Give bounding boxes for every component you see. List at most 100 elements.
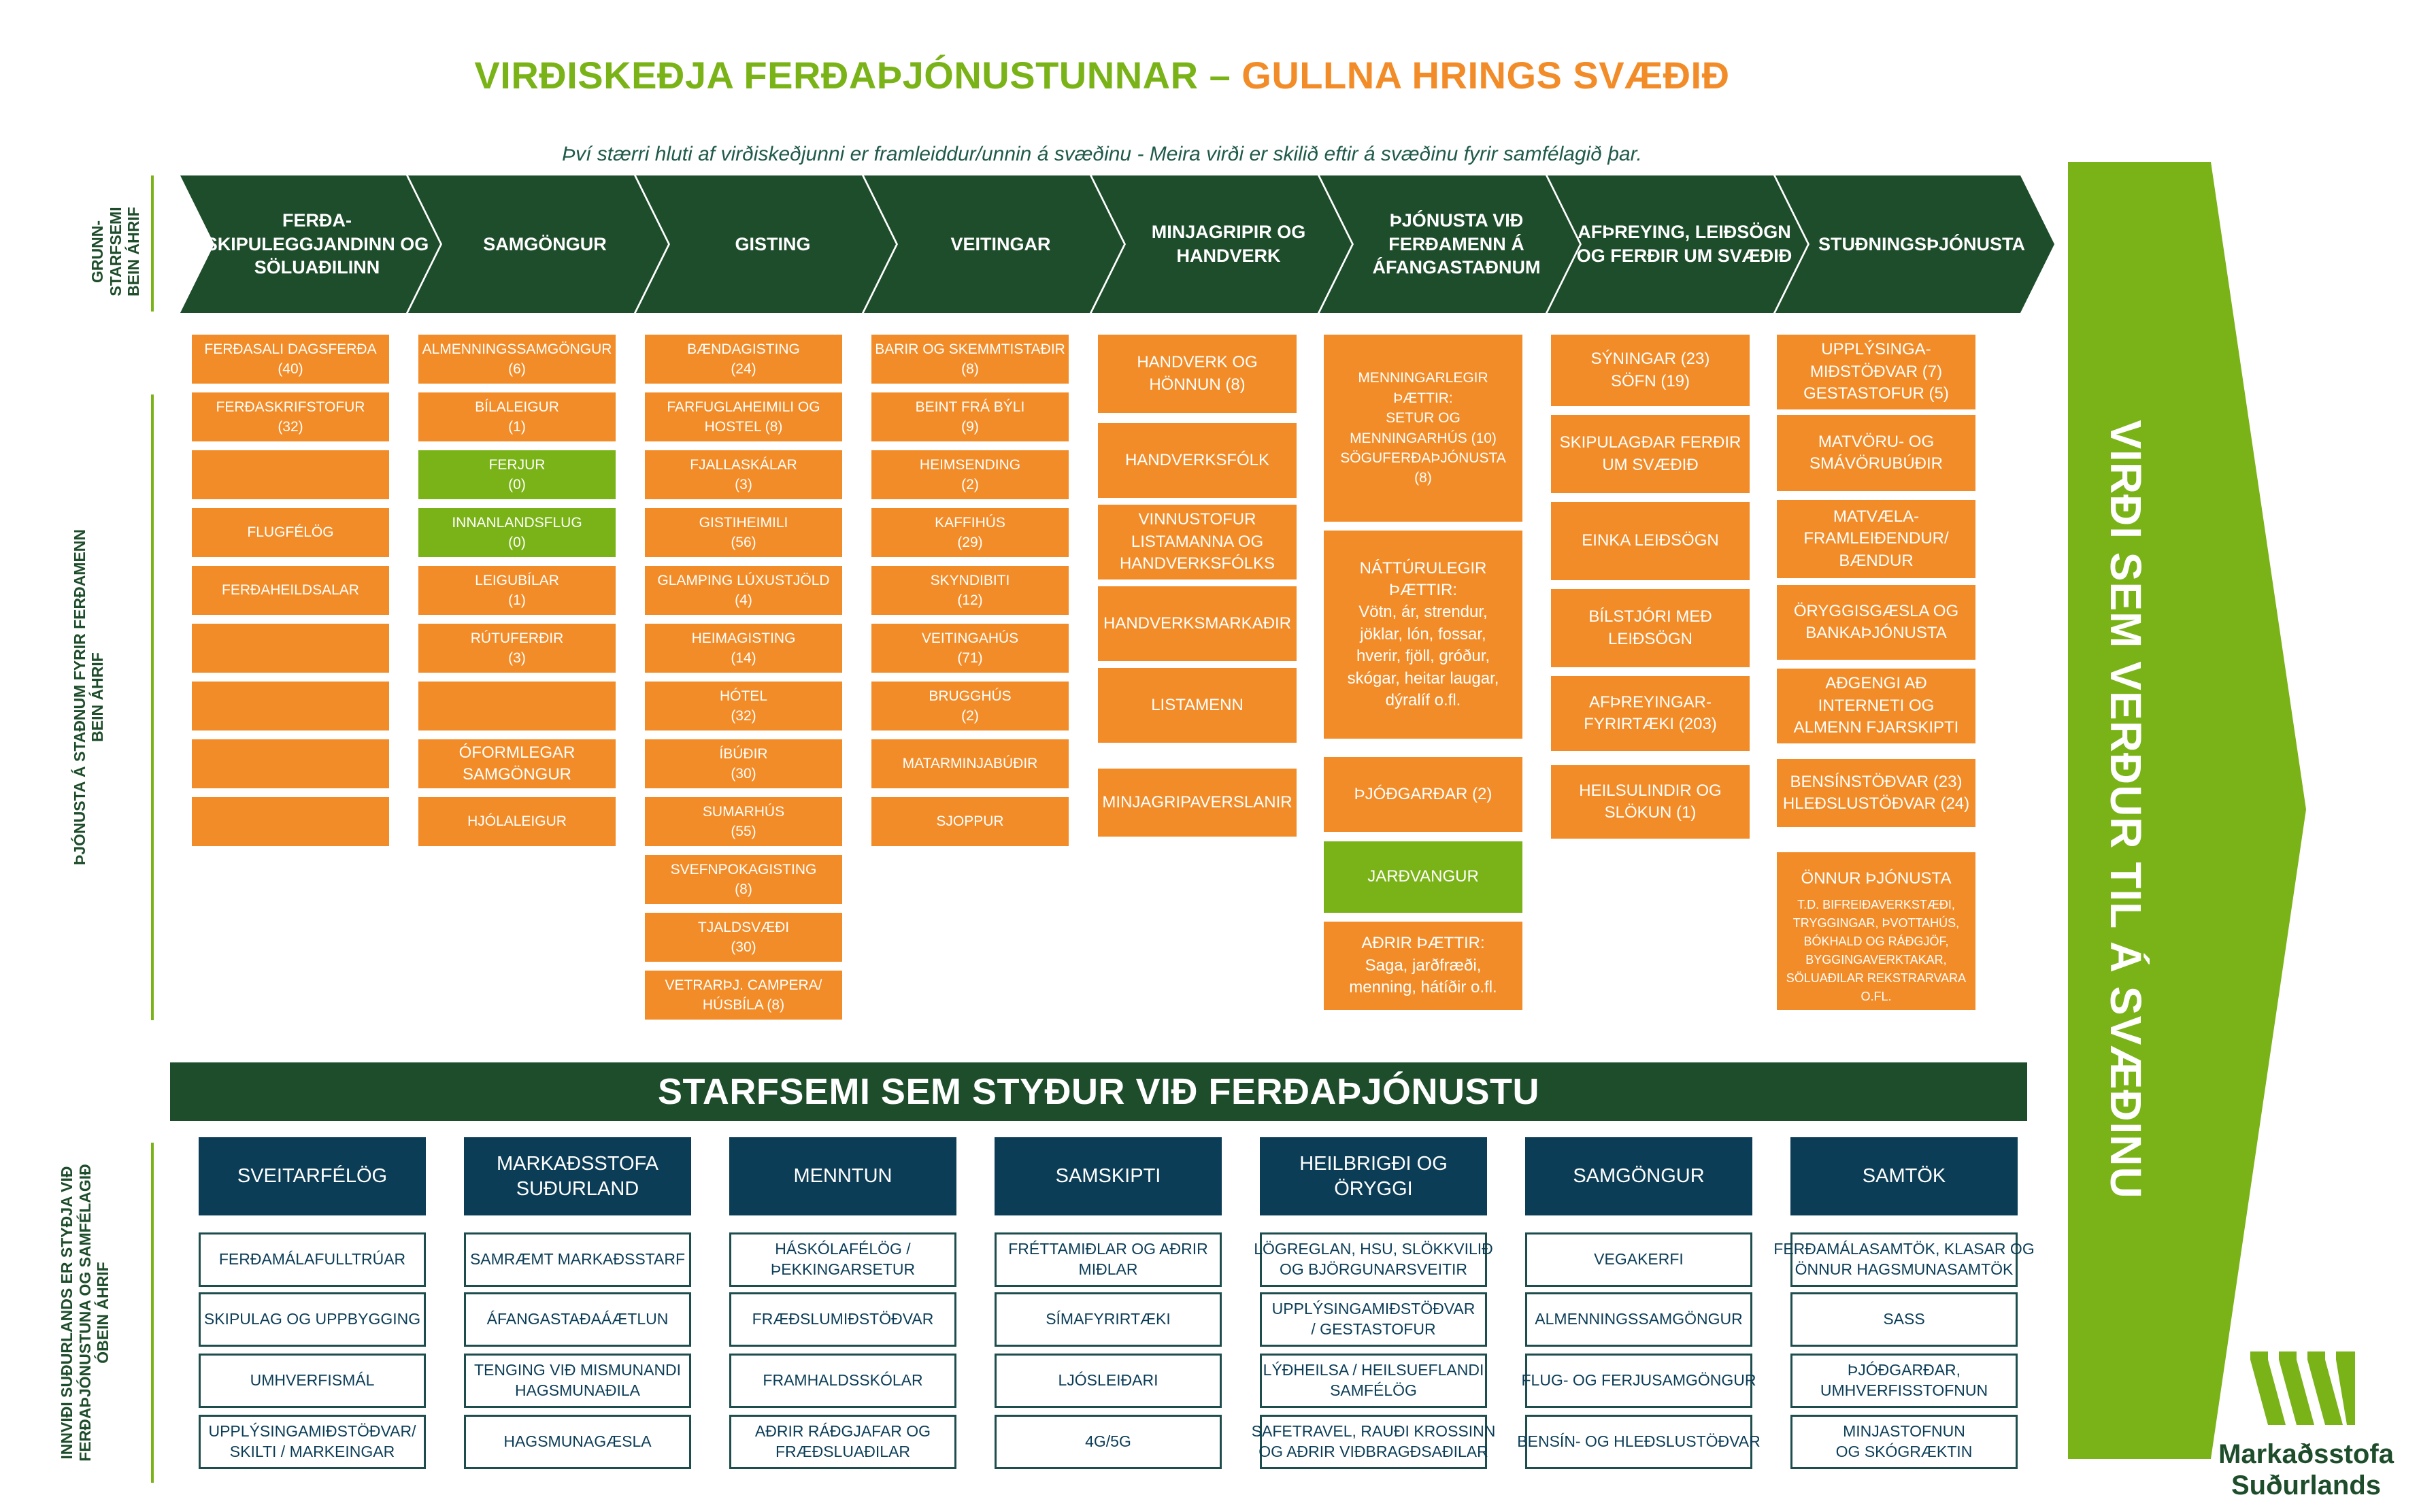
c3-item-10: SVEFNPOKAGISTING (8) (645, 855, 842, 904)
support-1-item-4: UPPLÝSINGAMIÐSTÖÐVAR/ SKILTI / MARKEINGA… (199, 1415, 426, 1469)
c5-item-4: HANDVERKSMARKAÐIR (1098, 586, 1297, 661)
logo-text: Markaðsstofa Suðurlands (2207, 1439, 2405, 1501)
c4-item-7: BRUGGHÚS (2) (871, 682, 1069, 730)
support-5-item-2: UPPLÝSINGAMIÐSTÖÐVAR / GESTASTOFUR (1260, 1292, 1487, 1347)
c8-item-7: ÖNNUR ÞJÓNUSTA T.D. BIFREIÐAVERKSTÆÐI, T… (1777, 852, 1975, 1010)
support-1-item-1: FERÐAMÁLAFULLTRÚAR (199, 1232, 426, 1287)
chain-chevron-4 (864, 175, 1124, 313)
chain-chevron-1 (180, 175, 440, 313)
support-head-2: MARKAÐSSTOFA SUÐURLAND (464, 1137, 691, 1215)
c2-item-8: ÓFORMLEGAR SAMGÖNGUR (418, 739, 616, 788)
c2-item-7 (418, 682, 616, 730)
c8-item-7-title: ÖNNUR ÞJÓNUSTA (1801, 869, 1952, 888)
c1-item-2: FERÐASKRIFSTOFUR (32) (192, 392, 389, 441)
support-6-item-3: FLUG- OG FERJUSAMGÖNGUR (1522, 1354, 1756, 1408)
support-head-4: SAMSKIPTI (995, 1137, 1222, 1215)
c3-item-4: GISTIHEIMILI (56) (645, 508, 842, 557)
c7-item-6: HEILSULINDIR OG SLÖKUN (1) (1551, 765, 1750, 839)
c8-item-6: BENSÍNSTÖÐVAR (23) HLEÐSLUSTÖÐVAR (24) (1777, 759, 1975, 827)
logo-line-2: Suðurlands (2231, 1471, 2382, 1500)
c1-item-6 (192, 624, 389, 673)
support-4-item-2: SÍMAFYRIRTÆKI (995, 1292, 1222, 1347)
support-3-item-3: FRAMHALDSSKÓLAR (729, 1354, 956, 1408)
support-head-3: MENNTUN (729, 1137, 956, 1215)
title-part-1: VIRÐISKEÐJA FERÐAÞJÓNUSTUNNAR – (474, 54, 1231, 97)
c4-item-2: BEINT FRÁ BÝLI (9) (871, 392, 1069, 441)
chain-label-6: ÞJÓNUSTA VIÐ FERÐAMENN Á ÁFANGASTAÐNUM (1372, 210, 1541, 278)
chain-label-3: GISTING (735, 233, 811, 254)
chain-chevron-3 (636, 175, 896, 313)
c5-item-2: HANDVERKSFÓLK (1098, 423, 1297, 498)
c1-item-9 (192, 797, 389, 846)
c3-item-12: VETRARÞJ. CAMPERA/ HÚSBÍLA (8) (645, 971, 842, 1020)
c2-item-5: LEIGUBÍLAR (1) (418, 566, 616, 615)
logo-line-1: Markaðsstofa (2218, 1439, 2394, 1469)
support-3-item-1: HÁSKÓLAFÉLÖG / ÞEKKINGARSETUR (729, 1232, 956, 1287)
support-head-5: HEILBRIGÐI OG ÖRYGGI (1260, 1137, 1487, 1215)
c6-item-3: ÞJÓÐGARÐAR (2) (1324, 757, 1522, 832)
logo-mark-icon (2250, 1351, 2355, 1425)
page-subtitle: Því stærri hluti af virðiskeðjunni er fr… (562, 143, 1642, 165)
c4-item-8: MATARMINJABÚÐIR (871, 739, 1069, 788)
c4-item-1: BARIR OG SKEMMTISTAÐIR (8) (871, 335, 1069, 384)
support-4-item-1: FRÉTTAMIÐLAR OG AÐRIR MIÐLAR (995, 1232, 1222, 1287)
c7-item-2: SKIPULAGÐAR FERÐIR UM SVÆÐIÐ (1551, 415, 1750, 493)
support-7-item-2: SASS (1790, 1292, 2018, 1347)
c8-item-1: UPPLÝSINGA- MIÐSTÖÐVAR (7) GESTASTOFUR (… (1777, 335, 1975, 409)
c3-item-5: GLAMPING LÚXUSTJÖLD (4) (645, 566, 842, 615)
c4-item-6: VEITINGAHÚS (71) (871, 624, 1069, 673)
support-6-item-4: BENSÍN- OG HLEÐSLUSTÖÐVAR (1517, 1415, 1761, 1469)
support-5-item-3: LÝÐHEILSA / HEILSUEFLANDI SAMFÉLÖG (1260, 1354, 1487, 1408)
c1-item-7 (192, 682, 389, 730)
core-bar (151, 175, 154, 312)
c8-item-2: MATVÖRU- OG SMÁVÖRUBÚÐIR (1777, 415, 1975, 491)
c7-item-5: AFÞREYINGAR- FYRIRTÆKI (203) (1551, 676, 1750, 751)
chain-label-2: SAMGÖNGUR (483, 233, 607, 254)
c4-item-3: HEIMSENDING (2) (871, 450, 1069, 499)
c1-item-3 (192, 450, 389, 499)
chain-label-8: STUÐNINGSÞJÓNUSTA (1818, 233, 2026, 254)
c6-item-5: AÐRIR ÞÆTTIR: Saga, jarðfræði, menning, … (1324, 922, 1522, 1010)
support-2-item-4: HAGSMUNAGÆSLA (464, 1415, 691, 1469)
c8-item-3: MATVÆLA- FRAMLEIÐENDUR/ BÆNDUR (1777, 500, 1975, 578)
chain-chevron-7 (1548, 175, 1807, 313)
chain-chevron-2 (408, 175, 668, 313)
c3-item-1: BÆNDAGISTING (24) (645, 335, 842, 384)
c7-item-4: BÍLSTJÓRI MEÐ LEIÐSÖGN (1551, 589, 1750, 667)
chain-chevron-8 (1775, 175, 2054, 313)
page-title: VIRÐISKEÐJA FERÐAÞJÓNUSTUNNAR – GULLNA H… (0, 53, 2204, 97)
value-arrow (2068, 162, 2306, 1459)
chain-label-1: FERÐA- SKIPULEGGJANDINN OG SÖLUAÐILINN (205, 210, 429, 278)
c6-item-4: JARÐVANGUR (1324, 841, 1522, 913)
c8-item-5: AÐGENGI AÐ INTERNETI OG ALMENN FJARSKIPT… (1777, 669, 1975, 743)
chain-label-4: VEITINGAR (950, 233, 1051, 254)
support-bar (151, 1143, 154, 1483)
c2-item-4: INNANLANDSFLUG (0) (418, 508, 616, 557)
c4-item-5: SKYNDIBITI (12) (871, 566, 1069, 615)
support-7-item-3: ÞJÓÐGARÐAR, UMHVERFISSTOFNUN (1790, 1354, 2018, 1408)
c5-item-6: MINJAGRIPAVERSLANIR (1098, 769, 1297, 837)
c3-item-6: HEIMAGISTING (14) (645, 624, 842, 673)
value-arrow-label: VIRÐI SEM VERÐUR TIL Á SVÆÐINU (2101, 420, 2150, 1199)
c6-item-2: NÁTTÚRULEGIR ÞÆTTIR: Vötn, ár, strendur,… (1324, 531, 1522, 739)
c3-item-7: HÓTEL (32) (645, 682, 842, 730)
c2-item-2: BÍLALEIGUR (1) (418, 392, 616, 441)
c1-item-8 (192, 739, 389, 788)
c3-item-3: FJALLASKÁLAR (3) (645, 450, 842, 499)
c4-item-4: KAFFIHÚS (29) (871, 508, 1069, 557)
c4-item-9: SJOPPUR (871, 797, 1069, 846)
support-6-item-1: VEGAKERFI (1525, 1232, 1752, 1287)
title-part-2: GULLNA HRINGS SVÆÐIÐ (1241, 54, 1730, 97)
chain-label-5: MINJAGRIPIR OG HANDVERK (1151, 222, 1306, 266)
support-head-6: SAMGÖNGUR (1525, 1137, 1752, 1215)
chain-chevron-6 (1320, 175, 1580, 313)
c1-item-5: FERÐAHEILDSALAR (192, 566, 389, 615)
c3-item-2: FARFUGLAHEIMILI OG HOSTEL (8) (645, 392, 842, 441)
services-bar (151, 394, 154, 1020)
support-5-item-1: LÖGREGLAN, HSU, SLÖKKVILIÐ OG BJÖRGUNARS… (1254, 1232, 1493, 1287)
c2-item-1: ALMENNINGSSAMGÖNGUR (6) (418, 335, 616, 384)
support-7-item-4: MINJASTOFNUN OG SKÓGRÆKTIN (1790, 1415, 2018, 1469)
c2-item-9: HJÓLALEIGUR (418, 797, 616, 846)
c8-item-4: ÖRYGGISGÆSLA OG BANKAÞJÓNUSTA (1777, 585, 1975, 660)
